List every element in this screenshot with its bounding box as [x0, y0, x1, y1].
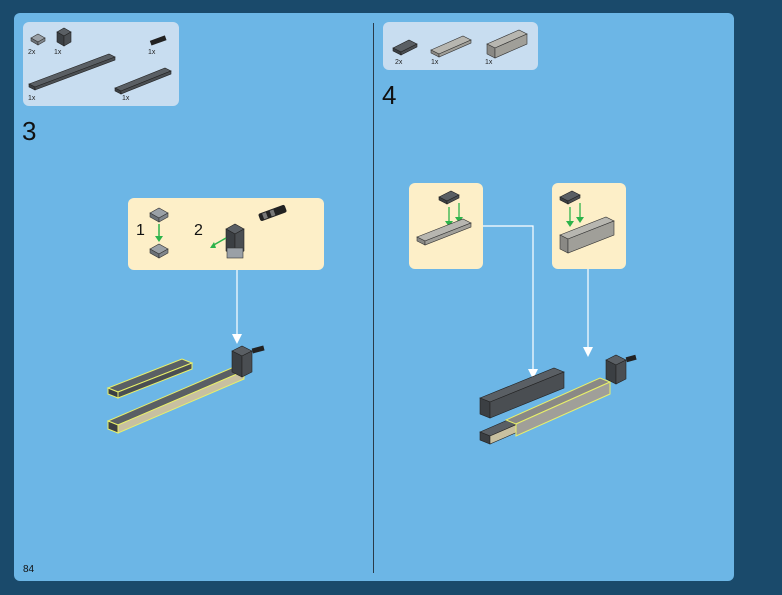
- callout-pointer: [483, 225, 538, 379]
- qty-label: 2x: [395, 59, 403, 66]
- instruction-page: 2x 1x 1x 1x 1x 3 1 2: [14, 13, 734, 581]
- step-number: 4: [382, 80, 397, 110]
- qty-label: 1x: [28, 95, 36, 102]
- substep-illustration: [559, 190, 615, 254]
- substep-number: 2: [194, 222, 203, 239]
- qty-label: 1x: [122, 95, 130, 102]
- page-divider: [373, 23, 374, 573]
- qty-label: 2x: [28, 49, 36, 56]
- parts-illustration: [28, 27, 172, 95]
- callout-pointer: [232, 270, 242, 344]
- page-number: 84: [23, 564, 35, 575]
- substep-illustration: [149, 204, 287, 259]
- step-number: 3: [22, 116, 37, 146]
- substep-callout: 1 2: [128, 198, 324, 270]
- substep-illustration: [416, 190, 472, 246]
- qty-label: 1x: [54, 49, 62, 56]
- substep-callout: [552, 183, 626, 269]
- qty-label: 1x: [148, 49, 156, 56]
- assembly-illustration: [106, 345, 265, 434]
- assembly-illustration: [479, 354, 637, 445]
- substep-callout: [409, 183, 483, 269]
- parts-list-step-4: 2x 1x 1x: [383, 22, 538, 70]
- parts-list-step-3: 2x 1x 1x 1x 1x: [23, 22, 179, 106]
- qty-label: 1x: [431, 59, 439, 66]
- parts-illustration: [392, 29, 528, 59]
- qty-label: 1x: [485, 59, 493, 66]
- substep-number: 1: [136, 222, 145, 239]
- callout-pointer: [583, 269, 593, 357]
